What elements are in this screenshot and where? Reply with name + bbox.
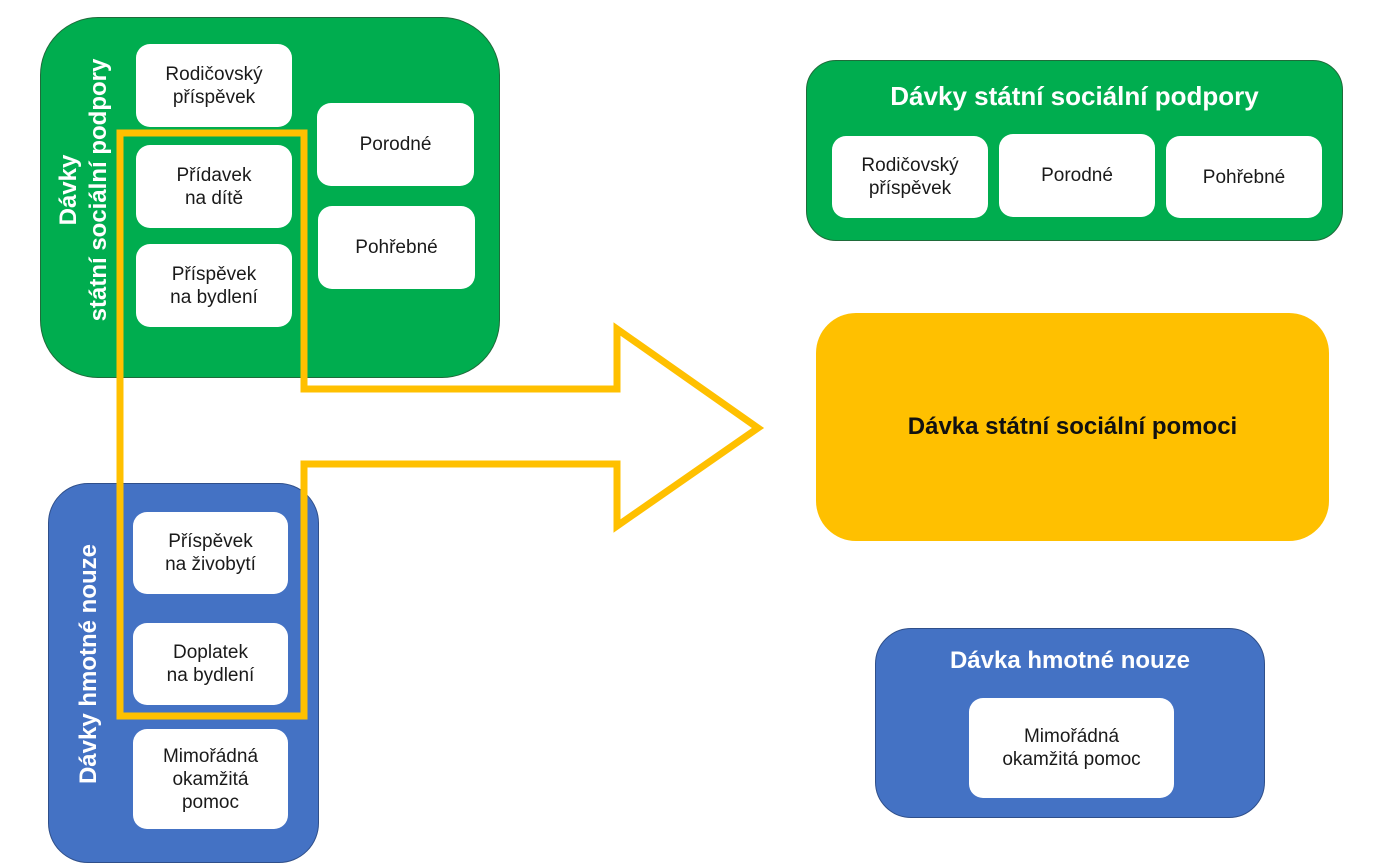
left-card-child-allowance: Přídavek na dítě [136,145,292,228]
right-card-emergency-aid: Mimořádná okamžitá pomoc [969,698,1174,798]
left-card-funeral-grant: Pohřebné [318,206,475,289]
new-state-social-aid-title: Dávka státní sociální pomoci [907,413,1238,440]
new-state-social-aid-box: Dávka státní sociální pomoci [816,313,1329,541]
left-material-need-title: Dávky hmotné nouze [75,543,102,785]
left-card-subsistence-allowance: Příspěvek na živobytí [133,512,288,594]
left-card-emergency-aid: Mimořádná okamžitá pomoc [133,729,288,829]
left-card-birth-grant: Porodné [317,103,474,186]
right-card-funeral-grant: Pohřebné [1166,136,1322,218]
left-card-housing-supplement: Doplatek na bydlení [133,623,288,705]
left-card-housing-allowance: Příspěvek na bydlení [136,244,292,327]
right-material-need-title: Dávka hmotné nouze [949,647,1191,674]
right-card-parental-allowance: Rodičovský příspěvek [832,136,988,218]
right-card-birth-grant: Porodné [999,134,1155,217]
right-state-support-title: Dávky státní sociální podpory [890,81,1259,111]
left-card-parental-allowance: Rodičovský příspěvek [136,44,292,127]
left-state-support-title: Dávky státní sociální podpory [55,58,112,322]
